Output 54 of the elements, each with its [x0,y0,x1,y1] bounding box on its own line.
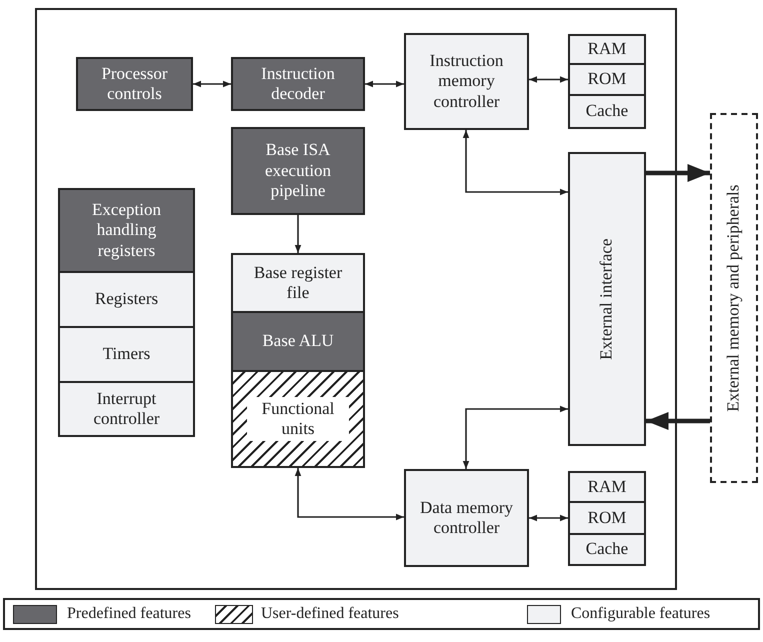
hatched-block [231,370,365,468]
block-label: Cache [586,539,628,560]
interface-block [568,152,646,446]
arrow [462,406,568,469]
memory-cell [568,34,646,65]
block [76,57,193,111]
arrow [294,215,302,253]
arrow [529,76,568,83]
block-label: Interrupt controller [92,388,161,430]
block [58,271,195,328]
block [231,127,365,215]
chip-outline [35,8,677,590]
block-label: Exception handling registers [91,200,162,262]
legend-label: User-defined features [261,605,399,623]
block-label: RAM [588,39,626,60]
legend-label: Predefined features [67,605,191,623]
arrow [193,80,231,88]
arrow [646,164,710,182]
block-label: Functional units [247,396,349,442]
memory-cell [568,471,646,503]
block-label: Timers [102,344,150,365]
memory-cell [568,94,646,129]
block-label: Base ALU [262,331,334,352]
block-label: Base ISA execution pipeline [264,140,332,202]
arrow [646,412,710,430]
block-label: Registers [94,289,158,310]
block [404,469,529,567]
arrow [294,468,404,520]
block [58,381,195,437]
block-label: Instruction memory controller [428,50,504,112]
memory-cell [568,501,646,535]
block [231,57,365,111]
block-label: Data memory controller [420,498,513,538]
block [58,188,195,273]
block-label: Base register file [252,262,344,304]
block-label: Processor controls [100,64,169,104]
memory-cell [568,533,646,566]
block [58,326,195,383]
block-label: RAM [588,476,626,498]
block-label: ROM [588,69,626,90]
memory-cell [568,63,646,96]
arrow [462,130,568,196]
arrow [365,80,404,88]
block-label: ROM [588,508,626,528]
legend-label: Configurable features [571,605,710,623]
block-label: External memory and peripherals [724,184,744,412]
block [404,33,529,130]
block [231,253,365,313]
block-label: Cache [586,101,628,122]
external-block [710,113,758,483]
block-label: Instruction decoder [260,64,336,104]
block-label: External interface [596,238,617,360]
block [231,311,365,372]
arrow [529,514,568,522]
